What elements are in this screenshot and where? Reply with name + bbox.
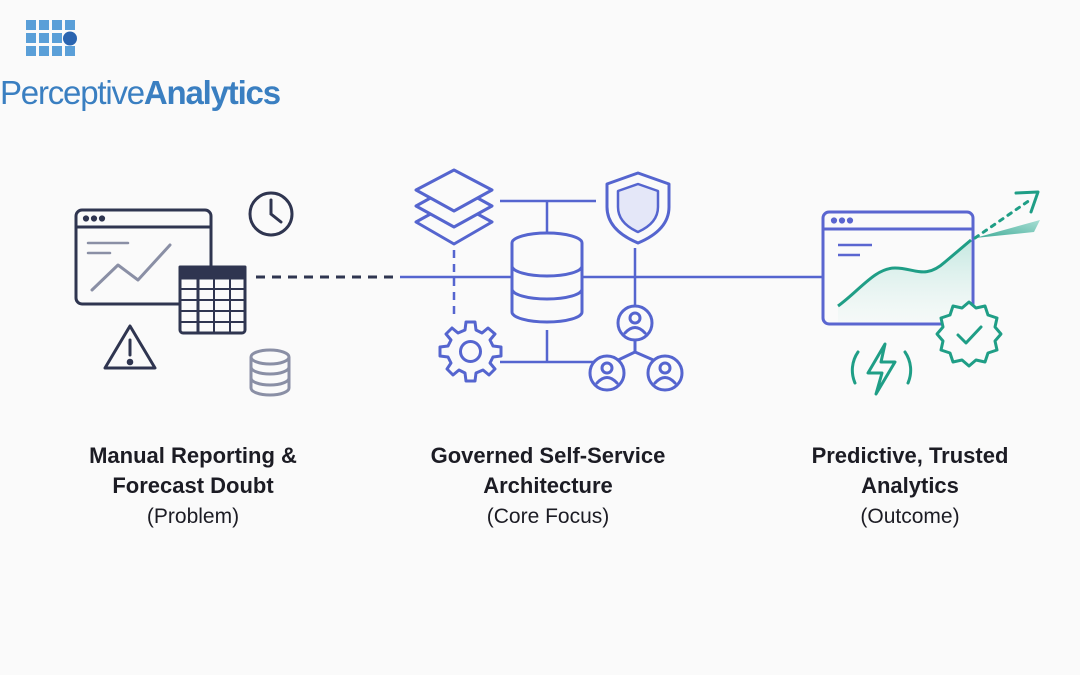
user-network-icon <box>588 304 684 392</box>
browser-chart-icon <box>74 208 213 306</box>
logo-grid-icon <box>26 20 77 56</box>
clock-icon <box>248 191 294 237</box>
database-icon <box>249 348 291 397</box>
stage-title-line1: Manual Reporting & <box>89 443 297 468</box>
stage-subtitle: (Core Focus) <box>486 505 610 528</box>
stage-problem-caption: Manual Reporting & Forecast Doubt (Probl… <box>43 441 343 533</box>
logo-wordmark: PerceptiveAnalytics <box>0 74 281 111</box>
stage-subtitle: (Problem) <box>146 505 240 528</box>
stage-title-line2: Architecture <box>483 473 613 498</box>
warning-icon <box>103 324 157 370</box>
shield-icon <box>605 171 671 245</box>
stage-outcome-caption: Predictive, Trusted Analytics (Outcome) <box>760 441 1060 533</box>
verified-badge-icon <box>935 300 1003 368</box>
connector-lines <box>256 199 830 364</box>
trend-arrow-icon <box>973 190 1040 240</box>
gear-icon <box>438 320 503 383</box>
stage-title-line1: Predictive, Trusted <box>811 443 1009 468</box>
core-database-icon <box>510 231 584 324</box>
stage-subtitle: (Outcome) <box>860 505 960 528</box>
stage-title-line2: Forecast Doubt <box>112 473 274 498</box>
logo-text-bold: Analytics <box>143 74 281 111</box>
spreadsheet-icon <box>178 265 247 335</box>
perceptive-analytics-logo: PerceptiveAnalytics <box>0 16 281 111</box>
browser-area-chart-icon <box>821 210 975 326</box>
stage-core-caption: Governed Self-Service Architecture (Core… <box>398 441 698 533</box>
logo-text-light: Perceptive <box>0 74 145 111</box>
stage-title-line2: Analytics <box>861 473 959 498</box>
layers-icon <box>414 168 494 246</box>
stage-title-line1: Governed Self-Service <box>430 443 666 468</box>
lightning-icon <box>850 342 913 396</box>
